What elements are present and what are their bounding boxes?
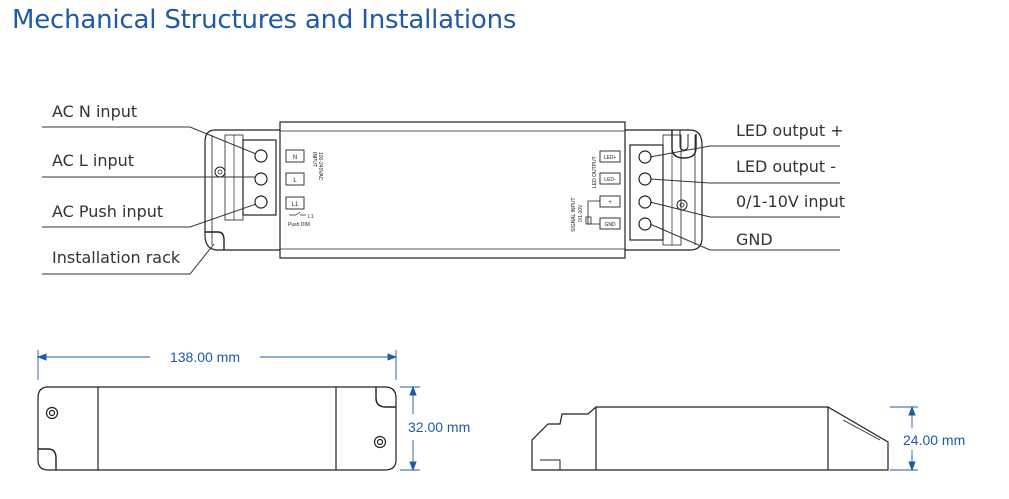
terminal-screw-icon bbox=[254, 149, 268, 163]
terminal-led-minus: LED- bbox=[604, 177, 616, 183]
right-screw-icon bbox=[676, 199, 688, 211]
push-dim-label: Push DIM bbox=[288, 222, 310, 228]
mount-screw-icon bbox=[373, 435, 387, 449]
ac-push-input-label: AC Push input bbox=[52, 202, 163, 221]
ac-l-input-label: AC L input bbox=[52, 151, 134, 170]
rack-notch-right bbox=[375, 387, 396, 408]
right-labels: LED output + LED output - 0/1-10V input … bbox=[736, 121, 845, 249]
gnd-label: GND bbox=[736, 230, 773, 249]
top-view-driver bbox=[204, 121, 703, 259]
terminal-screw-icon bbox=[638, 195, 652, 209]
terminal-screw-icon bbox=[254, 195, 268, 209]
terminal-texts: N L L1 INPUT 100-240VAC L1 Push DIM LED+… bbox=[288, 152, 616, 232]
terminal-screw-icon bbox=[638, 217, 652, 231]
width-dimension-lines bbox=[400, 385, 420, 472]
signal-input-label: SIGNAL INPUT bbox=[571, 197, 577, 232]
dim-input-label: 0/1-10V input bbox=[736, 192, 845, 211]
terminal-plus: + bbox=[608, 200, 612, 206]
led-output-plus-label: LED output + bbox=[736, 121, 844, 140]
led-output-minus-label: LED output - bbox=[736, 157, 836, 176]
length-dimension-lines bbox=[36, 350, 398, 380]
terminal-screw-icon bbox=[638, 172, 652, 186]
input-voltage-label: 100-240VAC bbox=[317, 152, 323, 181]
terminal-screw-icon bbox=[254, 172, 268, 186]
bottom-top-view bbox=[37, 386, 397, 471]
left-leaders bbox=[42, 126, 257, 275]
height-dimension-label: 24.00 mm bbox=[903, 432, 965, 448]
width-dimension-label: 32.00 mm bbox=[408, 419, 470, 435]
output-terminal-block bbox=[629, 144, 664, 241]
rack-notch-left bbox=[38, 448, 57, 470]
left-screw-icon bbox=[214, 166, 226, 178]
terminal-l-label: L bbox=[293, 178, 297, 184]
terminal-screw-icon bbox=[638, 150, 652, 164]
length-dimension-label: 138.00 mm bbox=[170, 349, 240, 365]
left-labels: AC N input AC L input AC Push input Inst… bbox=[52, 102, 181, 267]
output-side-label: LED OUTPUT bbox=[592, 156, 598, 188]
push-dim-l1: L1 bbox=[308, 214, 314, 220]
mount-screw-icon bbox=[45, 406, 59, 420]
terminal-l1-label: L1 bbox=[292, 202, 299, 208]
height-dimension-lines bbox=[890, 405, 918, 472]
input-side-label: INPUT bbox=[311, 152, 317, 167]
driver-body bbox=[279, 121, 626, 259]
right-end-cap bbox=[625, 129, 703, 251]
terminal-gnd: GND bbox=[604, 222, 616, 228]
terminal-led-plus: LED+ bbox=[604, 155, 617, 161]
right-rack-hook bbox=[671, 130, 697, 159]
ac-n-input-label: AC N input bbox=[52, 102, 137, 121]
signal-range-label: 0/1-10V bbox=[578, 204, 584, 222]
right-leaders bbox=[649, 145, 840, 251]
page-title: Mechanical Structures and Installations bbox=[12, 5, 517, 35]
terminal-n-label: N bbox=[293, 155, 297, 161]
bottom-side-view bbox=[531, 406, 889, 471]
installation-rack bbox=[205, 231, 225, 250]
left-end-cap bbox=[204, 129, 280, 251]
installation-rack-label: Installation rack bbox=[52, 248, 181, 267]
